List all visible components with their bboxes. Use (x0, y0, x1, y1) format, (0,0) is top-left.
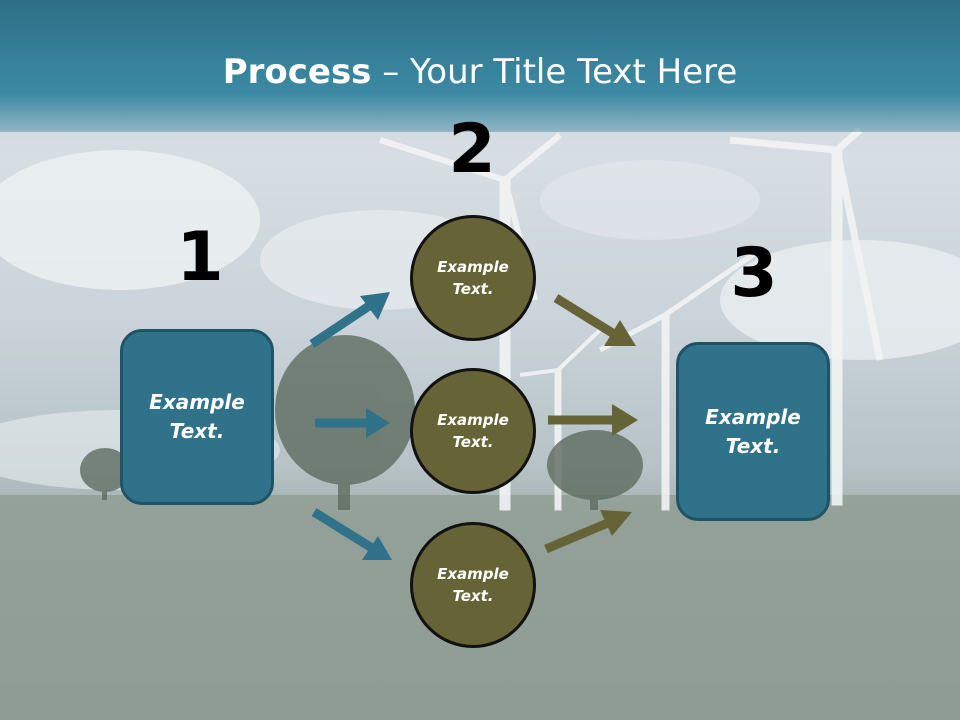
step-number-3: 3 (730, 234, 778, 313)
title-bold: Process (222, 52, 372, 92)
circle-bottom-text: Example Text. (437, 564, 509, 606)
title-bar (0, 0, 960, 132)
step-3-text: Example Text. (705, 404, 801, 458)
circle-middle-text: Example Text. (437, 410, 509, 452)
step-number-1: 1 (176, 218, 224, 297)
circle-top-text: Example Text. (437, 257, 509, 299)
step-3-box: Example Text. (676, 342, 830, 521)
slide-title: Process – Your Title Text Here (0, 52, 960, 92)
step-1-text: Example Text. (149, 390, 245, 443)
arrow-left-middle (315, 408, 390, 438)
step-2-circle-top: Example Text. (410, 215, 536, 341)
step-number-2: 2 (448, 110, 496, 189)
title-rest: – Your Title Text Here (371, 52, 738, 92)
step-2-circle-middle: Example Text. (410, 368, 536, 494)
step-1-box: Example Text. (120, 329, 274, 505)
arrow-right-down (553, 294, 636, 346)
step-2-circle-bottom: Example Text. (410, 522, 536, 648)
arrow-left-down (311, 508, 392, 560)
arrow-right-middle (548, 404, 638, 436)
arrow-left-up (309, 292, 390, 348)
arrow-right-up (544, 510, 632, 554)
